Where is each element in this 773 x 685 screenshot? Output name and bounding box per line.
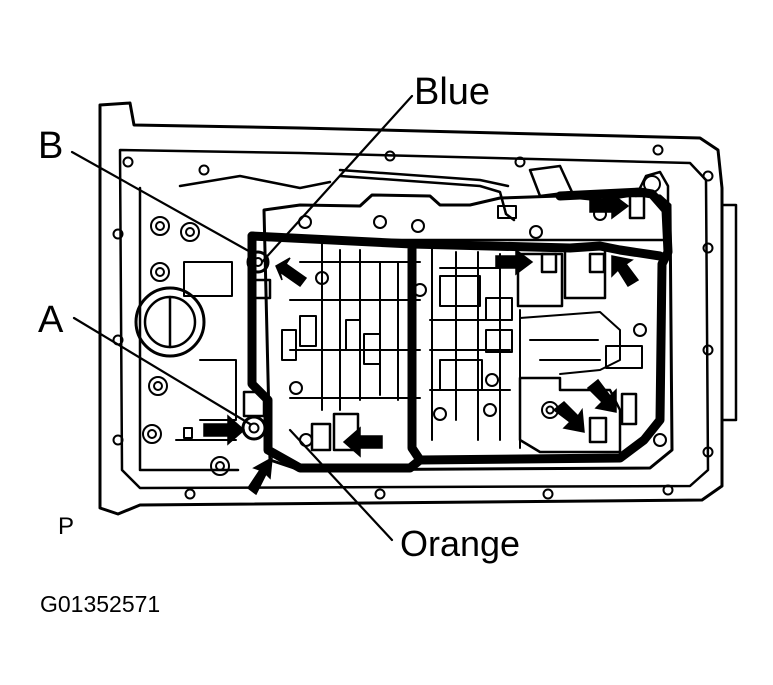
b-leader bbox=[70, 150, 256, 256]
figure-code: G01352571 bbox=[40, 591, 160, 617]
a-leader bbox=[72, 316, 252, 426]
orange-leader bbox=[288, 428, 394, 542]
transmission-case bbox=[98, 101, 738, 516]
label-p: P bbox=[58, 513, 74, 540]
pointer-arrows bbox=[203, 192, 640, 496]
label-orange: Orange bbox=[400, 523, 520, 564]
arrow-icon bbox=[342, 426, 383, 458]
label-b: B bbox=[38, 125, 63, 167]
wire-harness bbox=[247, 187, 673, 473]
arrow-icon bbox=[246, 456, 273, 496]
bolt-holes bbox=[112, 144, 714, 500]
label-a: A bbox=[38, 299, 64, 341]
arrow-icon bbox=[203, 414, 246, 446]
label-blue: Blue bbox=[414, 71, 490, 113]
blue-leader bbox=[260, 94, 414, 264]
arrow-icon bbox=[275, 257, 308, 288]
left-plate bbox=[134, 174, 332, 476]
valve-body bbox=[262, 164, 674, 472]
arrow-icon bbox=[589, 192, 630, 220]
arrow-icon bbox=[552, 400, 585, 433]
arrow-icon bbox=[611, 255, 640, 288]
arrow-icon bbox=[586, 378, 617, 413]
arrow-icon bbox=[495, 248, 534, 276]
leader-lines bbox=[70, 94, 414, 542]
